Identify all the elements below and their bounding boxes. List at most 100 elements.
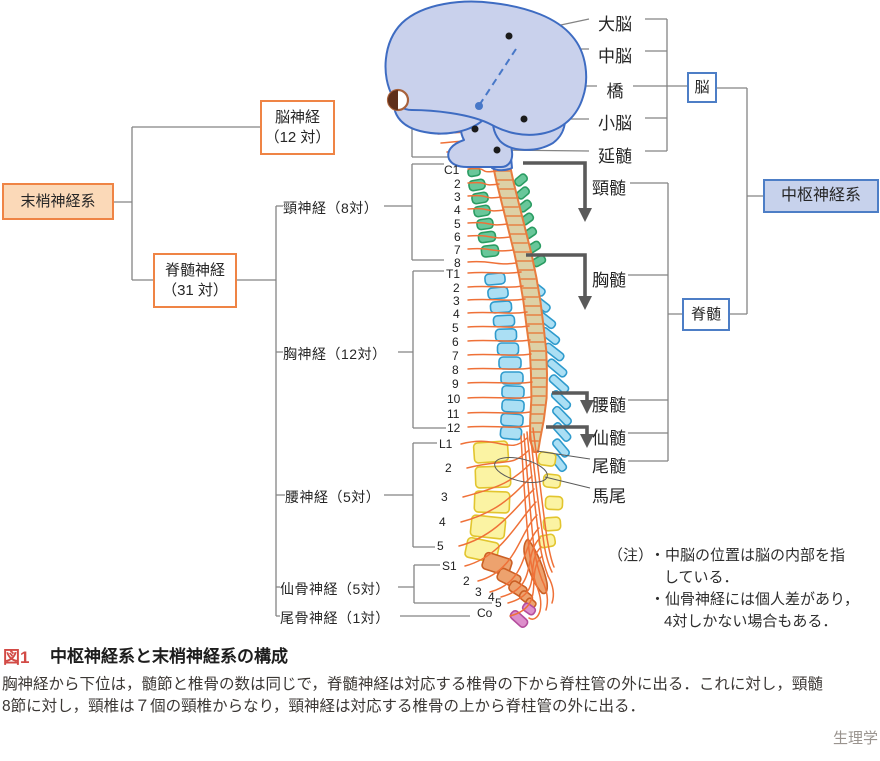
label-thoracic-cord: 胸髄 (592, 271, 626, 290)
vertebra-shape (473, 490, 511, 514)
vertebra-shape (484, 272, 506, 286)
cranial-nerves-label-1: 脳神経 (274, 109, 320, 126)
label-cauda-equina: 馬尾 (592, 487, 626, 506)
label-cerebrum: 大脳 (598, 15, 632, 34)
vertebra-shape (468, 178, 486, 192)
nerve-root (467, 271, 522, 274)
vertebra-shape (501, 398, 525, 414)
vertebra-shape (544, 495, 564, 511)
vertebra-label-thoracic-2: 2 (453, 281, 460, 295)
vertebra-label-thoracic-3: 3 (453, 294, 460, 308)
nerve-root (466, 449, 530, 469)
vertebra-shape (501, 384, 525, 400)
nerve-root (467, 181, 500, 186)
note-line-3: ・仙骨神経には個人差があり， (650, 591, 859, 608)
label-cervical-cord: 頸髄 (592, 179, 626, 198)
nerve-root (500, 537, 541, 598)
branch-sacral-nerves: 仙骨神経（5対） (280, 581, 390, 597)
vertebra-shape (552, 405, 572, 427)
spinal-nerves-label-1: 脊髄神経 (164, 262, 225, 279)
nerve-root (467, 367, 532, 370)
branch-cervical-nerves: 頸神経（8対） (283, 200, 379, 216)
vertebra-shape (492, 314, 516, 328)
nerve-root (467, 411, 531, 414)
nerve-root (467, 353, 532, 356)
brain-box-label: 脳 (694, 78, 710, 96)
vertebra-label-lumbar-2: 2 (445, 461, 452, 475)
vertebra-label-sacral-5: 5 (495, 596, 502, 610)
vertebra-shape (500, 371, 524, 385)
cauda-circle (494, 456, 548, 484)
vertebra-label-thoracic-9: 9 (452, 377, 459, 391)
vertebra-shape (489, 300, 513, 314)
nerve-root (467, 207, 505, 212)
nerve-root (464, 501, 537, 567)
branch-thoracic-nerves: 胸神経（12対） (283, 346, 387, 362)
figure-title: 中枢神経系と末梢神経系の構成 (50, 647, 288, 666)
cns-label: 中枢神経系 (780, 186, 861, 204)
vertebra-label-lumbar-5: 5 (437, 539, 444, 553)
label-medulla: 延髄 (598, 147, 632, 166)
description-line-1: 胸神経から下位は，髄節と椎骨の数は同じで，脊髄神経は対応する椎骨の下から脊柱管の… (2, 676, 823, 693)
label-coccygeal-cord: 尾髄 (592, 457, 626, 476)
central-nervous-system-box: 中枢神経系 (763, 179, 879, 213)
nerve-root (509, 555, 543, 617)
cerebrum-anchor-dot (505, 32, 513, 40)
vertebra-label-thoracic-5: 5 (452, 321, 459, 335)
cauda-pointer-line (544, 476, 591, 489)
brain-illustration (384, 0, 588, 168)
vertebra-shape (487, 286, 509, 300)
medulla-anchor-dot (493, 146, 501, 154)
vertebra-label-cervical-5: 5 (454, 217, 461, 231)
tree-connector-lines (114, 126, 470, 617)
nerve-root (467, 339, 531, 342)
nerve-root (467, 425, 530, 428)
figure-number: 図1 (3, 648, 30, 667)
nerve-root (467, 234, 511, 239)
vertebra-label-thoracic-4: 4 (453, 307, 460, 321)
label-midbrain: 中脳 (598, 47, 632, 66)
nerve-root (458, 488, 535, 547)
nerve-root (467, 221, 508, 226)
branch-coccygeal-nerve: 尾骨神経（1対） (280, 610, 390, 626)
nerve-root (467, 381, 533, 384)
vertebra-label-thoracic-8: 8 (452, 363, 459, 377)
vertebra-label-thoracic-12: 12 (447, 421, 461, 435)
vertebra-shape (496, 342, 520, 356)
spinal-cord-shape (491, 162, 548, 453)
label-pons: 橋 (606, 82, 624, 101)
vertebra-label-thoracic-6: 6 (452, 335, 459, 349)
nerve-root (467, 247, 514, 252)
nerve-root (467, 396, 532, 399)
nerve-root (507, 546, 542, 604)
vertebra-label-coccyx-1: Co (477, 606, 493, 620)
vertebra-label-sacral-1: S1 (442, 559, 457, 573)
conus-pointer-line (536, 450, 591, 460)
vertebra-label-cervical-2: 2 (454, 177, 461, 191)
note-line-1: ・中脳の位置は脳の内部を指 (650, 547, 846, 564)
note-line-2: している． (664, 569, 739, 586)
nerve-root (462, 462, 532, 498)
nerve-root (467, 298, 526, 301)
spinal-cord-box: 脊髄 (682, 298, 730, 331)
vertebra-shape (471, 191, 489, 205)
vertebra-label-lumbar-4: 4 (439, 515, 446, 529)
vertebra-label-thoracic-1: T1 (446, 267, 461, 281)
vertebra-label-sacral-2: 2 (463, 574, 470, 588)
brain-box: 脳 (687, 72, 717, 103)
pons-anchor-dot (471, 125, 479, 133)
cerebrum-shape (384, 0, 588, 136)
vertebra-label-thoracic-10: 10 (447, 392, 461, 406)
vertebra-label-thoracic-7: 7 (452, 349, 459, 363)
vertebra-label-cervical-1: C1 (444, 163, 460, 177)
description-line-2: 8節に対し，頸椎は７個の頸椎からなり，頸神経は対応する椎骨の上から脊柱管の外に出… (2, 698, 646, 715)
branch-lumbar-nerves: 腰神経（5対） (285, 489, 381, 505)
nerve-root (467, 167, 497, 173)
nerve-root (460, 437, 528, 447)
vertebra-shape (521, 602, 537, 616)
watermark: 生理学 (833, 730, 879, 747)
peripheral-nervous-system-box: 末梢神経系 (2, 183, 114, 220)
nerve-root (460, 475, 533, 523)
cranial-nerves-label-2: （12 対） (264, 128, 331, 146)
vertebra-label-cervical-4: 4 (454, 203, 461, 217)
